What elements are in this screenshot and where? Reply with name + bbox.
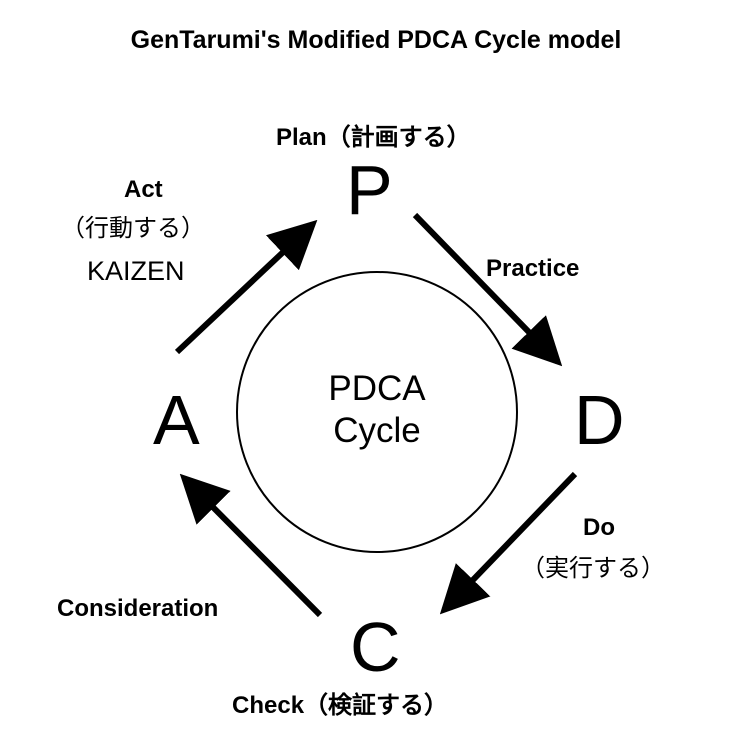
node-d: D (574, 381, 625, 459)
arrow-c-to-a (179, 473, 323, 618)
label-do: Do (583, 514, 615, 541)
label-plan: Plan（計画する） (276, 124, 471, 151)
center-label: PDCA Cycle (277, 368, 477, 452)
node-a: A (153, 381, 200, 459)
arrow-d-to-c (439, 471, 578, 615)
arrow-a-to-p (174, 219, 318, 355)
label-do-jp: （実行する） (521, 554, 665, 582)
node-c: C (350, 608, 401, 686)
center-circle (236, 271, 518, 553)
center-label-line1: PDCA (328, 369, 426, 408)
label-kaizen: KAIZEN (87, 256, 185, 286)
label-act: Act (124, 176, 163, 203)
diagram-title: GenTarumi's Modified PDCA Cycle model (130, 26, 622, 54)
label-check: Check（検証する） (232, 692, 449, 719)
node-p: P (346, 151, 393, 229)
label-consideration: Consideration (57, 595, 219, 622)
label-practice: Practice (486, 255, 580, 282)
arrow-p-to-d (412, 212, 563, 367)
label-act-jp: （行動する） (61, 214, 205, 242)
center-label-line2: Cycle (333, 411, 421, 450)
